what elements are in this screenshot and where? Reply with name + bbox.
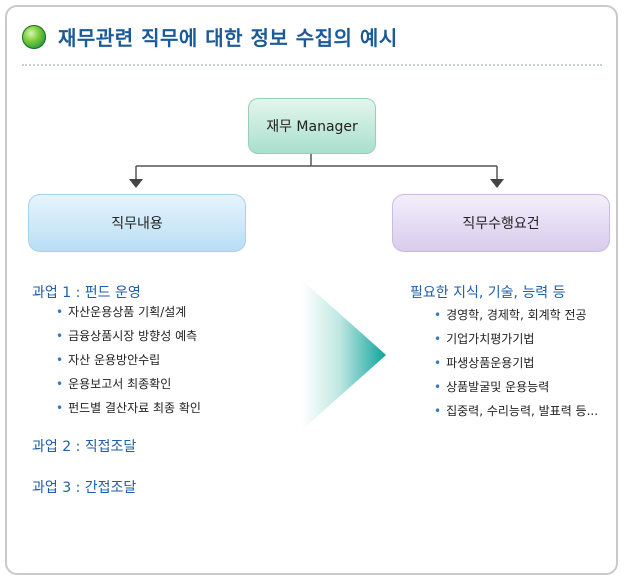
job-requirements-label: 직무수행요건 <box>462 216 540 232</box>
dot-bullet-icon: • <box>434 404 442 418</box>
dot-bullet-icon: • <box>434 380 442 394</box>
arrowhead-left-icon <box>129 179 143 188</box>
requirements-list: •경영학, 경제학, 회계학 전공 •기업가치평가기법 •파생상품운용기법 •상… <box>434 305 598 425</box>
list-item: •펀드별 결산자료 최종 확인 <box>56 401 201 415</box>
list-item: •상품발굴및 운용능력 <box>434 380 550 394</box>
list-item: •집중력, 수리능력, 발표력 등... <box>434 404 599 418</box>
page-title: 재무관련 직무에 대한 정보 수집의 예시 <box>58 26 398 50</box>
dot-bullet-icon: • <box>434 308 442 322</box>
dot-bullet-icon: • <box>434 332 442 346</box>
task-1-title: 과업 1 : 펀드 운영 <box>32 285 141 301</box>
task-3-title: 과업 3 : 간접조달 <box>32 480 137 496</box>
title-row: 재무관련 직무에 대한 정보 수집의 예시 <box>22 22 398 51</box>
manager-label: 재무 Manager <box>266 119 358 135</box>
list-item: •파생상품운용기법 <box>434 356 535 370</box>
list-item: •금융상품시장 방향성 예측 <box>56 329 198 343</box>
green-sphere-icon <box>22 24 46 49</box>
title-separator <box>22 64 602 66</box>
task-1-list: •자산운용상품 기획/설계 •금융상품시장 방향성 예측 •자산 운용방안수립 … <box>56 302 201 422</box>
arrowhead-right-icon <box>490 179 504 188</box>
right-chevron-arrow-icon <box>302 280 386 430</box>
dot-bullet-icon: • <box>56 401 64 415</box>
list-item: •경영학, 경제학, 회계학 전공 <box>434 308 587 322</box>
dot-bullet-icon: • <box>56 329 64 343</box>
list-item: •자산 운용방안수립 <box>56 353 161 367</box>
dot-bullet-icon: • <box>56 305 64 319</box>
dot-bullet-icon: • <box>434 356 442 370</box>
job-content-label: 직무내용 <box>111 216 163 232</box>
task-2-title: 과업 2 : 직접조달 <box>32 439 137 455</box>
job-content-box: 직무내용 <box>28 194 246 252</box>
dot-bullet-icon: • <box>56 353 64 367</box>
requirements-title: 필요한 지식, 기술, 능력 등 <box>410 285 566 301</box>
list-item: •운용보고서 최종확인 <box>56 377 172 391</box>
manager-box: 재무 Manager <box>248 98 376 154</box>
list-item: •기업가치평가기법 <box>434 332 535 346</box>
dot-bullet-icon: • <box>56 377 64 391</box>
job-requirements-box: 직무수행요건 <box>392 194 610 252</box>
list-item: •자산운용상품 기획/설계 <box>56 305 187 319</box>
